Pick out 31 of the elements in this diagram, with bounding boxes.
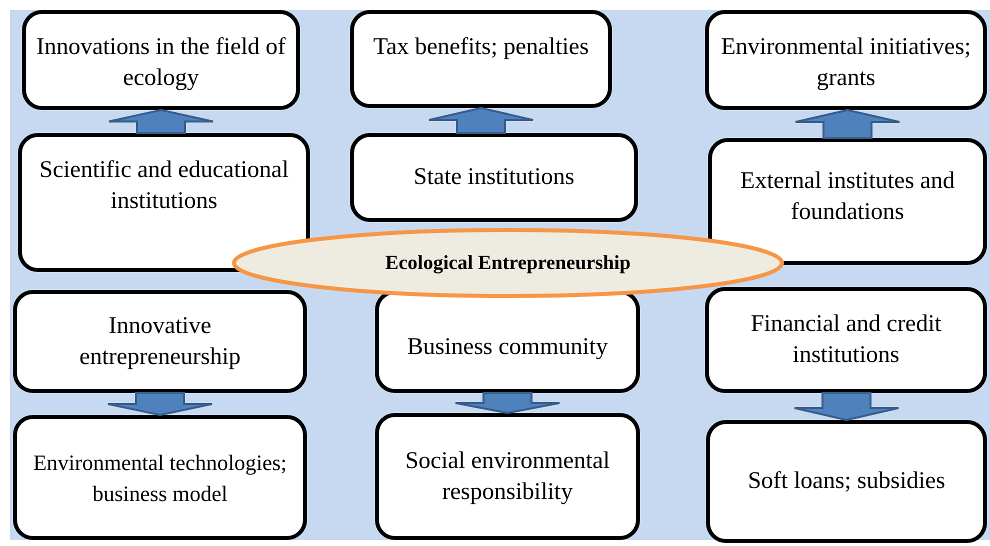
block-arrow bbox=[454, 392, 560, 414]
box-label: Social environmental responsibility bbox=[404, 446, 611, 506]
box-label: Environmental initiatives; grants bbox=[720, 33, 972, 93]
box-label: Innovations in the field of ecology bbox=[36, 33, 286, 93]
rounded-box bbox=[705, 287, 987, 393]
box-label: Business community bbox=[407, 333, 608, 362]
rounded-box bbox=[18, 133, 310, 272]
box-label: Innovative entrepreneurship bbox=[78, 312, 242, 372]
ellipse-node bbox=[232, 228, 784, 298]
box-label: Tax benefits; penalties bbox=[373, 33, 589, 62]
rounded-box bbox=[708, 138, 987, 265]
rounded-box bbox=[22, 10, 300, 110]
rounded-box bbox=[705, 10, 987, 110]
box-label: Soft loans; subsidies bbox=[748, 467, 946, 496]
box-label: Financial and credit institutions bbox=[750, 310, 942, 370]
box-label: External institutes and foundations bbox=[739, 166, 956, 226]
block-arrow bbox=[428, 106, 534, 134]
rounded-box bbox=[375, 413, 640, 540]
ellipse-label: Ecological Entrepreneurship bbox=[385, 250, 631, 276]
rounded-box bbox=[350, 10, 612, 108]
rounded-box bbox=[13, 290, 307, 393]
rounded-box bbox=[350, 133, 638, 222]
block-arrow bbox=[794, 108, 900, 139]
block-arrow bbox=[107, 392, 213, 416]
box-label: State institutions bbox=[414, 163, 574, 192]
box-label: Environmental technologies; business model bbox=[32, 448, 288, 508]
rounded-box bbox=[13, 415, 307, 540]
rounded-box bbox=[706, 420, 987, 543]
block-arrow bbox=[794, 392, 900, 422]
block-arrow bbox=[108, 108, 214, 134]
box-label: Scientific and educational institutions bbox=[38, 156, 290, 216]
